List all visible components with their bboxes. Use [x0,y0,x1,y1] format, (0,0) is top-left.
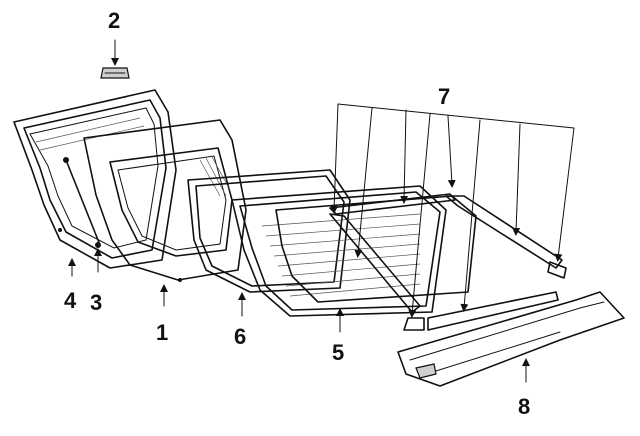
callout-6: 6 [234,324,246,349]
part-2-clip [100,67,130,79]
callout-8: 8 [518,394,530,419]
part-6-weatherstrip [187,169,351,293]
callout-1: 1 [156,320,168,345]
part-4-door-frame [13,89,177,269]
part-5-glass [231,185,477,317]
callout-2: 2 [108,8,120,33]
callout-7: 7 [438,84,450,109]
part-1-door-panel [83,119,247,282]
callout-3: 3 [90,290,102,315]
callout-4: 4 [64,288,77,313]
part-7-moldings [329,193,567,331]
part-8-spoiler [397,291,625,387]
callout-arrows [68,39,575,383]
callout-5: 5 [332,340,344,365]
